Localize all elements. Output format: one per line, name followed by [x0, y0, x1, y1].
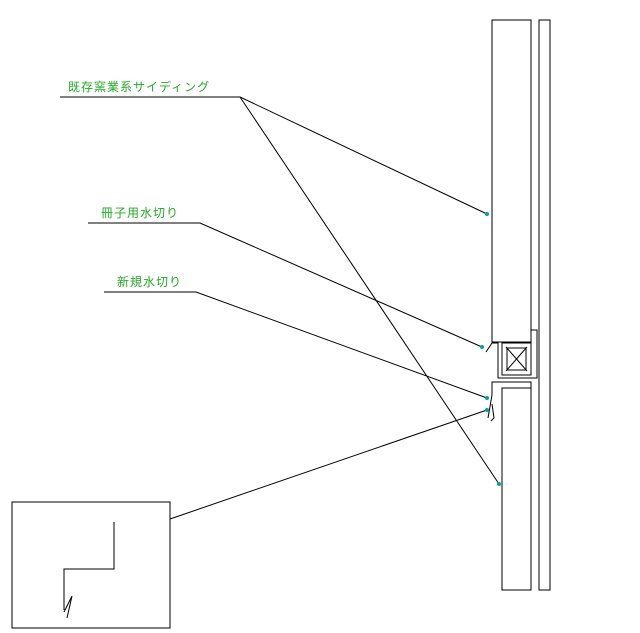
leader-markers [480, 212, 501, 486]
lower-siding-panel [501, 387, 532, 591]
leader-sash-flashing [88, 222, 483, 348]
leader-existing-siding-a [60, 96, 488, 215]
leader-detail [169, 409, 488, 520]
leader-existing-siding-b [239, 96, 500, 485]
batten-inner-square [506, 347, 527, 371]
sash-flashing-profile [485, 329, 538, 379]
new-flashing-drip [490, 403, 495, 422]
label-existing-siding: 既存窯業系サイディング [68, 79, 210, 94]
upper-siding-panel [491, 19, 532, 343]
new-flashing-profile [487, 381, 532, 419]
detail-drip-edge [63, 595, 73, 619]
backing-board [538, 19, 551, 591]
marker-dot [497, 482, 501, 486]
label-new-flashing: 新規水切り [117, 274, 182, 289]
marker-dot [485, 396, 489, 400]
detail-flashing-profile [63, 522, 115, 610]
marker-dot [485, 212, 489, 216]
marker-dot [485, 408, 489, 412]
label-sash-flashing: 冊子用水切り [101, 206, 179, 220]
detail-frame [11, 501, 171, 629]
detail-inset [11, 501, 171, 629]
leader-new-flashing [104, 291, 488, 399]
marker-dot [480, 345, 484, 349]
leader-lines [60, 96, 500, 520]
batten-cross-2 [505, 346, 528, 372]
wall-section [485, 19, 551, 591]
